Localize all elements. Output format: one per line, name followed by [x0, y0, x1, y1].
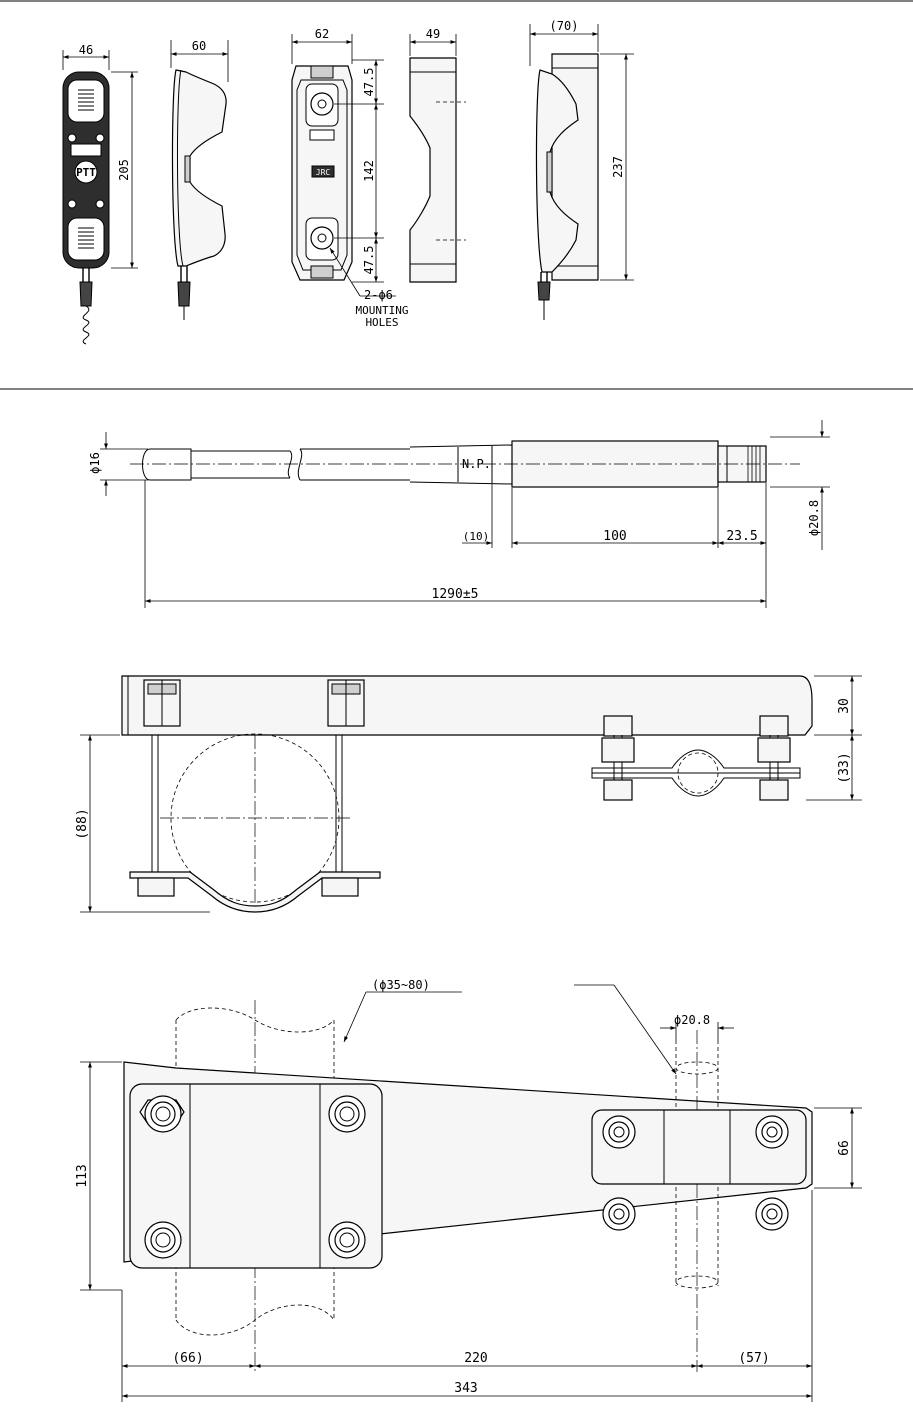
pole-range-label: (ϕ35~80)	[372, 978, 430, 992]
dim-side-depth: 60	[192, 39, 206, 53]
holes-caption-2: HOLES	[365, 316, 398, 329]
dim-plate-height: 30	[837, 698, 852, 714]
dim-hole-bottom: 47.5	[362, 246, 376, 275]
assembly-side-view	[536, 54, 598, 320]
dim-small-plate-width: 66	[837, 1140, 852, 1156]
dim-total-length: 343	[454, 1381, 477, 1396]
holes-label: 2-ϕ6	[364, 288, 393, 302]
dim-antenna-seg-100: 100	[603, 529, 626, 544]
brand-label: JRC	[316, 168, 331, 177]
dim-antenna-seg-23-5: 23.5	[726, 529, 757, 544]
dim-antenna-total-length: 1290±5	[432, 587, 479, 602]
dim-antenna-seg-10: (10)	[463, 530, 490, 543]
handset-front-view	[63, 72, 109, 344]
dim-cradle-width: 62	[315, 27, 329, 41]
dim-assembly-height: 237	[611, 156, 625, 178]
dim-antenna-tip-diameter: ϕ16	[88, 452, 102, 474]
dim-pole-clamp-height: (88)	[75, 808, 90, 839]
dim-antenna-base-diameter: ϕ20.8	[807, 500, 821, 536]
dim-front-width: 46	[79, 43, 93, 57]
dim-cradle-depth: 49	[426, 27, 440, 41]
dim-seg-right: (57)	[738, 1351, 769, 1366]
dim-assembly-depth: (70)	[550, 19, 579, 33]
dim-seg-left: (66)	[172, 1351, 203, 1366]
dim-seg-mid: 220	[464, 1351, 487, 1366]
dim-handset-height: 205	[117, 159, 131, 181]
dim-plate-width: 113	[75, 1164, 90, 1187]
np-label: N.P.	[462, 457, 491, 471]
dim-hole-spacing: 142	[362, 160, 376, 182]
mast-diameter-label: ϕ20.8	[674, 1013, 710, 1027]
ptt-label: PTT	[76, 166, 96, 179]
cradle-side-view	[410, 58, 466, 282]
handset-side-view	[172, 70, 226, 320]
dim-hole-top: 47.5	[362, 68, 376, 97]
bracket-side-view	[122, 676, 812, 912]
dim-clamp-drop: (33)	[837, 752, 852, 783]
bracket-top-view	[124, 1000, 812, 1372]
